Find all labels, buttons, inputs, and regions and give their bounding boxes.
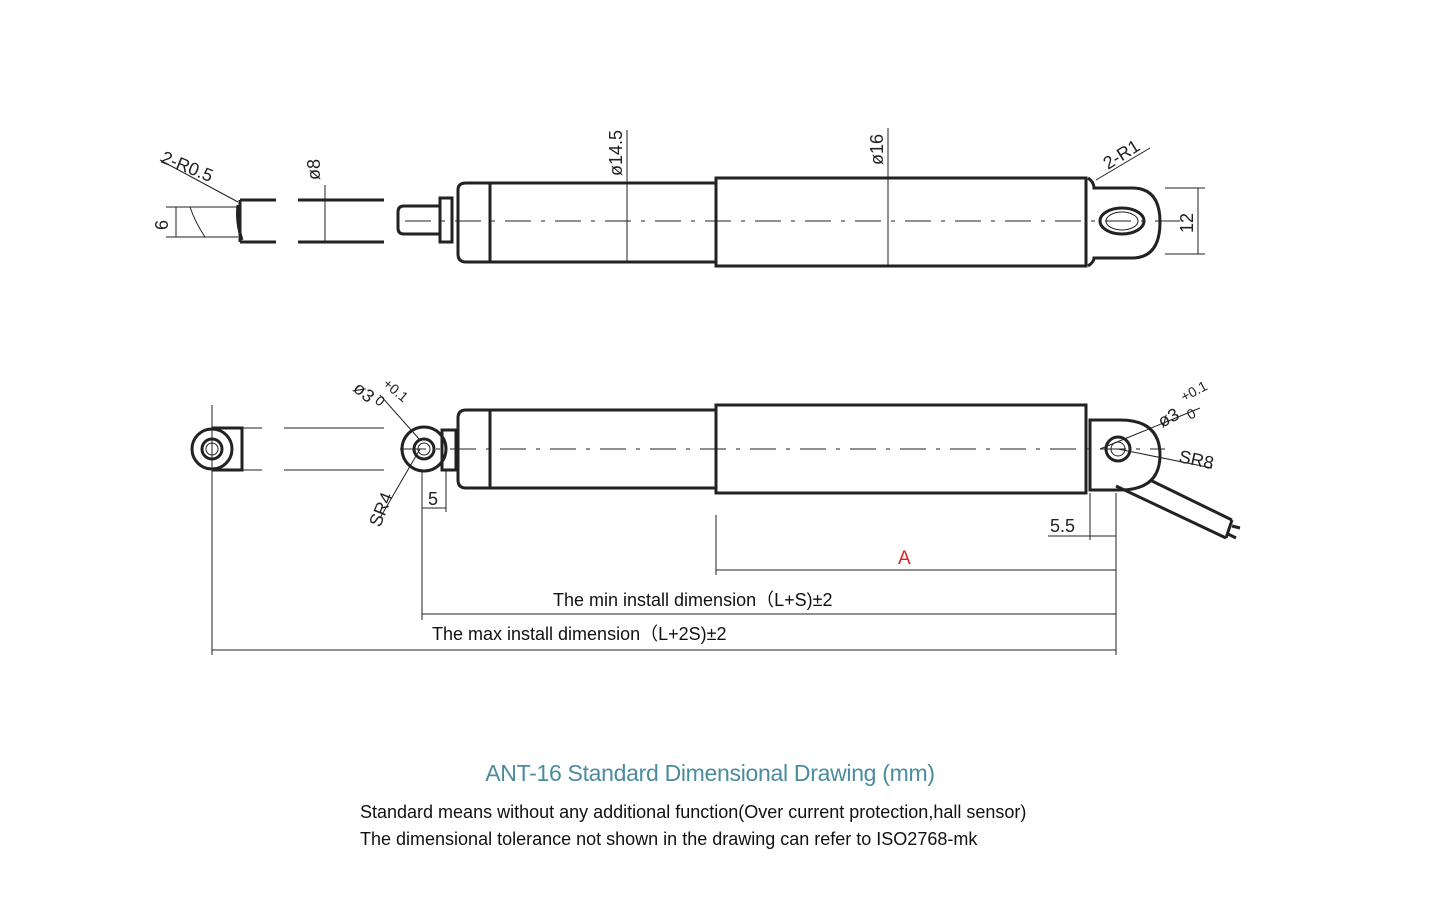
tip-height-label: 6 <box>152 220 172 230</box>
hole-rear-tol-lower: 0 <box>1184 405 1199 423</box>
max-install-label: The max install dimension（L+2S)±2 <box>432 624 727 644</box>
r-end-label: 2-R1 <box>1100 136 1144 174</box>
bottom-view <box>190 394 1241 655</box>
a-dimension-label: A <box>898 548 911 569</box>
drawing-title: ANT-16 Standard Dimensional Drawing (mm) <box>485 760 935 786</box>
rod-dia-label: ø8 <box>304 159 324 180</box>
offset-rear-label: 5.5 <box>1050 516 1075 536</box>
note-standard: Standard means without any additional fu… <box>360 802 1027 822</box>
hole-rear-tol-upper: +0.1 <box>1178 377 1210 404</box>
body-dia-label: ø16 <box>867 134 887 165</box>
note-tolerance: The dimensional tolerance not shown in t… <box>360 829 978 849</box>
min-install-label: The min install dimension（L+S)±2 <box>553 590 833 610</box>
top-view <box>159 128 1205 268</box>
r-tip-label: 2-R0.5 <box>159 147 217 186</box>
sr-front-label: SR4 <box>365 490 397 530</box>
sr-rear-label: SR8 <box>1177 446 1215 473</box>
offset-front-label: 5 <box>428 489 438 509</box>
end-height-label: 12 <box>1177 213 1197 233</box>
tube-dia-label: ø14.5 <box>606 130 626 176</box>
hole-rear-label: ø3 <box>1154 404 1182 432</box>
